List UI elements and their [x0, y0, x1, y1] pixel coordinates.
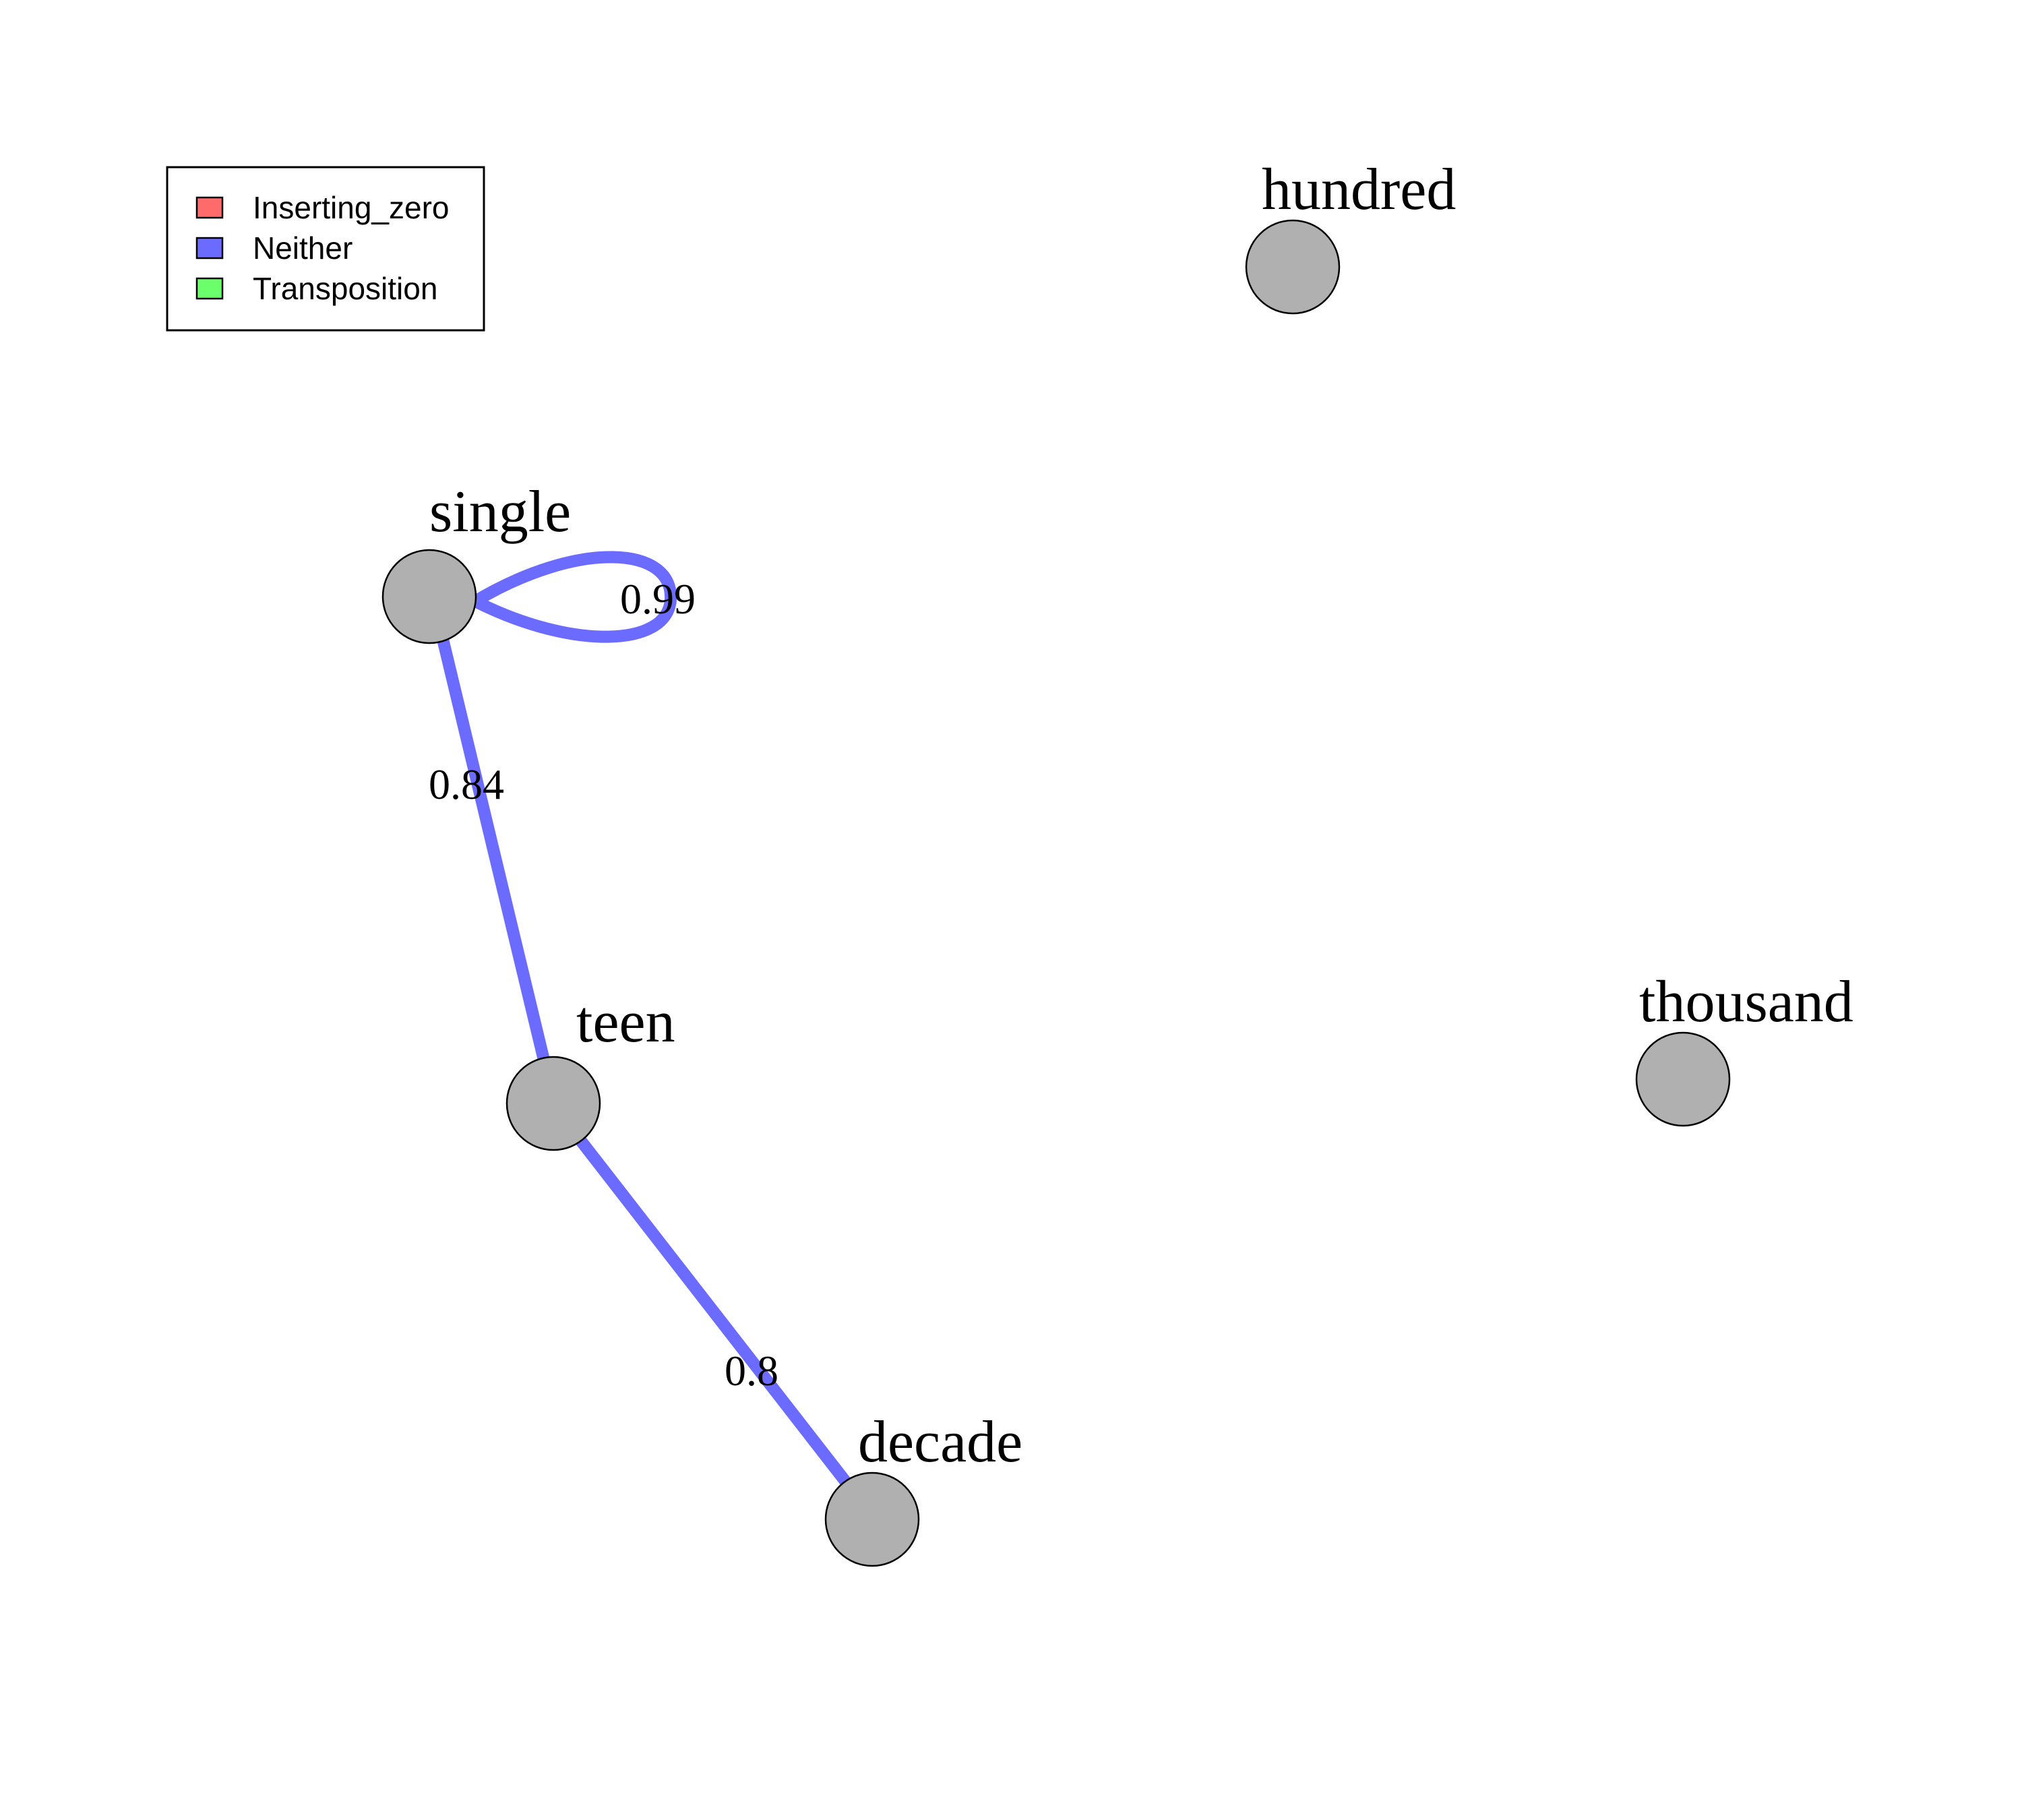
node-thousand [1635, 1031, 1731, 1127]
edges [435, 551, 855, 1490]
edge-single-teen [435, 632, 552, 1070]
edge-single-self-loop [462, 551, 677, 643]
node-single [381, 549, 477, 644]
edge-labels: 0.99 0.84 0.8 [429, 575, 778, 1395]
legend: Inserting_zero Neither Transposition [166, 166, 485, 332]
node-label-teen: teen [576, 990, 675, 1055]
edge-label-teen-decade: 0.8 [725, 1347, 778, 1395]
node-hundred [1245, 219, 1341, 315]
node-decade [824, 1472, 920, 1567]
node-labels: hundred single teen thousand decade [429, 157, 1854, 1475]
edge-teen-decade [574, 1135, 855, 1490]
legend-label-transposition: Transposition [253, 271, 437, 306]
edge-label-single-self: 0.99 [620, 575, 696, 623]
node-label-hundred: hundred [1262, 157, 1456, 222]
node-teen [506, 1056, 601, 1151]
legend-swatch-neither [195, 237, 224, 260]
legend-label-neither: Neither [253, 231, 353, 266]
nodes [381, 219, 1731, 1567]
node-label-thousand: thousand [1639, 969, 1854, 1035]
node-label-single: single [429, 479, 571, 545]
legend-swatch-transposition [195, 277, 224, 300]
legend-swatch-inserting-zero [195, 196, 224, 219]
legend-label-inserting-zero: Inserting_zero [253, 190, 450, 225]
node-label-decade: decade [858, 1409, 1022, 1475]
edge-label-single-teen: 0.84 [429, 760, 504, 808]
